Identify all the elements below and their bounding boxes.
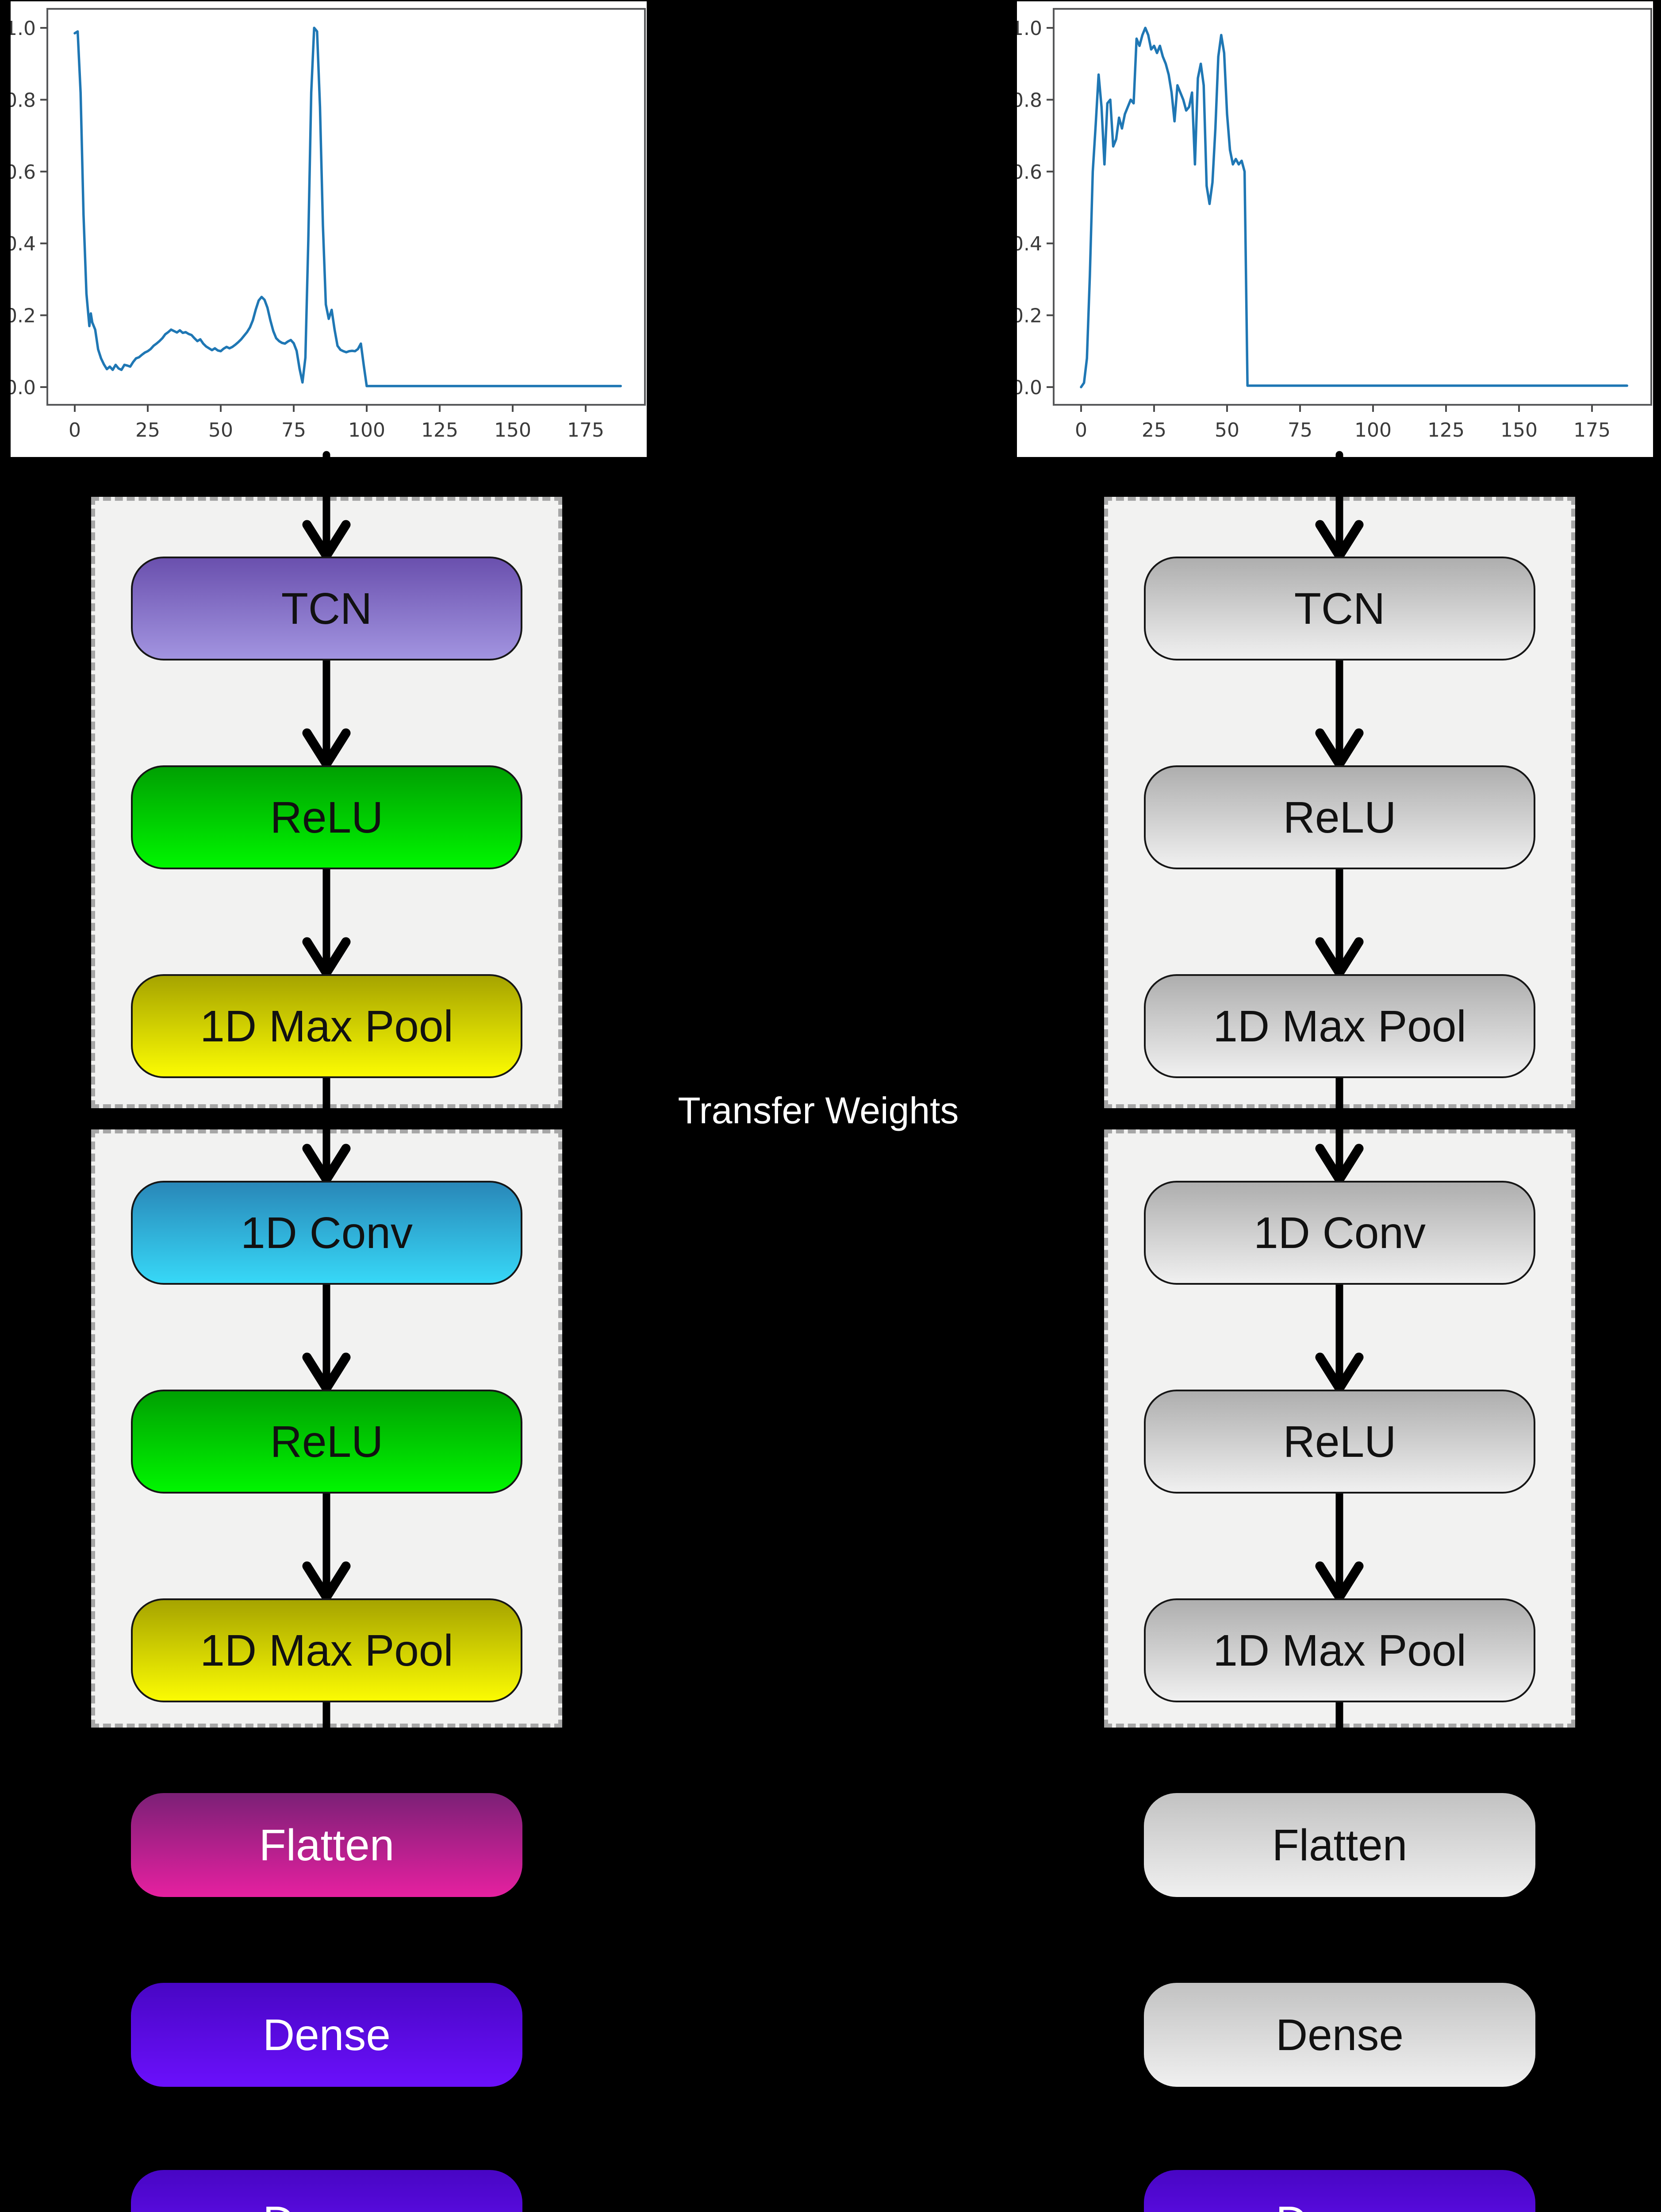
svg-text:175: 175 [567, 419, 604, 442]
block-relu2-left: ReLU [131, 1390, 522, 1494]
block-relu1-right: ReLU [1144, 765, 1535, 869]
svg-text:25: 25 [1142, 419, 1166, 442]
svg-text:0.2: 0.2 [1017, 305, 1042, 327]
svg-text:125: 125 [1427, 419, 1465, 442]
svg-text:75: 75 [1288, 419, 1312, 442]
block-label: 1D Max Pool [200, 1625, 453, 1675]
block-relu1-left: ReLU [131, 765, 522, 869]
block-conv1d-right: 1D Conv [1144, 1181, 1535, 1285]
block-conv1d-left: 1D Conv [131, 1181, 522, 1285]
svg-text:0.6: 0.6 [11, 161, 36, 184]
ecg-signal-plot: 0 25 50 75 100 125 150 175 0.0 0.2 0.4 0.6 0.8 1.0 [11, 1, 647, 457]
block-maxpool2-right: 1D Max Pool [1144, 1598, 1535, 1702]
block-label: Dense [1276, 2200, 1404, 2212]
block-label: Flatten [1272, 1820, 1408, 1870]
svg-text:1.0: 1.0 [1017, 17, 1042, 40]
svg-text:100: 100 [1354, 419, 1392, 442]
block-label: ReLU [270, 1417, 384, 1467]
block-label: Flatten [259, 1820, 395, 1870]
block-flatten-right: Flatten [1144, 1793, 1535, 1897]
block-maxpool2-left: 1D Max Pool [131, 1598, 522, 1702]
svg-text:50: 50 [208, 419, 233, 442]
block-maxpool1-left: 1D Max Pool [131, 974, 522, 1078]
burst-signal-plot: 0 25 50 75 100 125 150 175 0.0 0.2 0.4 0.6 0.8 1.0 [1017, 1, 1653, 457]
svg-text:50: 50 [1215, 419, 1239, 442]
block-dense1-right: Dense [1144, 1983, 1535, 2087]
block-label: 1D Conv [1253, 1208, 1426, 1258]
block-dense1-left: Dense [131, 1983, 522, 2087]
block-label: Dense [262, 2010, 391, 2060]
svg-text:25: 25 [135, 419, 160, 442]
block-label: 1D Max Pool [1213, 1625, 1466, 1675]
block-dense2-left: Dense [131, 2170, 522, 2212]
block-label: ReLU [1283, 792, 1396, 842]
block-label: TCN [281, 584, 372, 634]
svg-text:0: 0 [69, 419, 81, 442]
svg-text:0.4: 0.4 [11, 233, 36, 255]
svg-text:125: 125 [421, 419, 458, 442]
block-tcn-right: TCN [1144, 557, 1535, 661]
block-label: 1D Max Pool [200, 1001, 453, 1051]
svg-text:0.4: 0.4 [1017, 233, 1042, 255]
block-label: Dense [1275, 2010, 1404, 2060]
svg-text:175: 175 [1573, 419, 1611, 442]
svg-text:150: 150 [1500, 419, 1538, 442]
svg-text:0.2: 0.2 [11, 305, 36, 327]
block-flatten-left: Flatten [131, 1793, 522, 1897]
svg-text:100: 100 [348, 419, 385, 442]
svg-text:0.6: 0.6 [1017, 161, 1042, 184]
block-dense2-right: Dense [1144, 2170, 1535, 2212]
block-label: 1D Conv [240, 1208, 413, 1258]
block-maxpool1-right: 1D Max Pool [1144, 974, 1535, 1078]
svg-text:150: 150 [494, 419, 531, 442]
block-tcn-left: TCN [131, 557, 522, 661]
block-label: ReLU [1283, 1417, 1396, 1467]
svg-text:0.8: 0.8 [11, 89, 36, 111]
block-label: TCN [1294, 584, 1385, 634]
block-label: ReLU [270, 792, 384, 842]
transfer-weights-label: Transfer Weights [678, 1090, 959, 1131]
svg-text:75: 75 [281, 419, 306, 442]
block-label: 1D Max Pool [1213, 1001, 1466, 1051]
svg-text:0.8: 0.8 [1017, 89, 1042, 111]
block-relu2-right: ReLU [1144, 1390, 1535, 1494]
svg-text:0: 0 [1075, 419, 1087, 442]
svg-text:1.0: 1.0 [11, 17, 36, 40]
block-label: Dense [263, 2200, 391, 2212]
svg-text:0.0: 0.0 [1017, 376, 1042, 399]
svg-text:0.0: 0.0 [11, 376, 36, 399]
